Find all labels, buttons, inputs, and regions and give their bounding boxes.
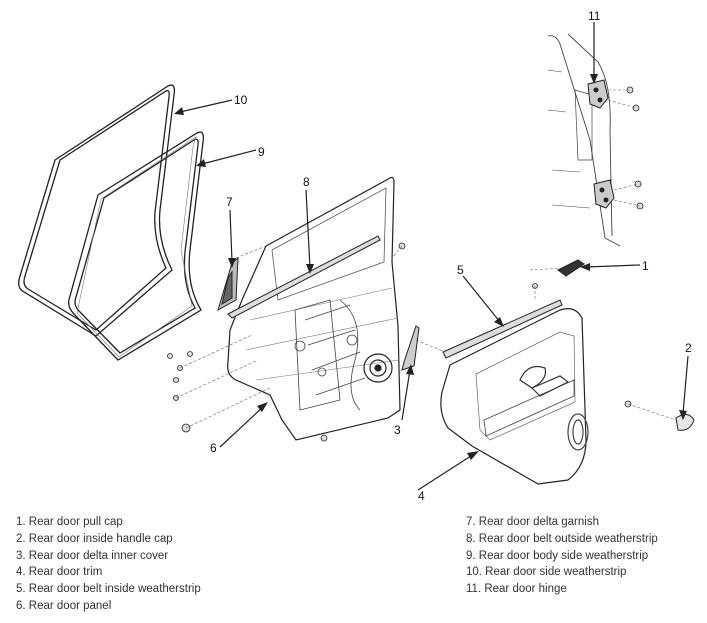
callout-6: 6 — [210, 441, 217, 455]
callout-4: 4 — [418, 489, 425, 503]
callout-9: 9 — [258, 145, 265, 159]
legend-item: 11. Rear door hinge — [466, 583, 567, 596]
belt-inside-weatherstrip-part — [442, 299, 563, 359]
callout-5: 5 — [457, 263, 464, 277]
door-panel-part — [227, 176, 401, 441]
side-weatherstrip-part — [18, 84, 176, 337]
body-pillar-part — [547, 33, 621, 247]
inside-handle-cap-part — [675, 414, 695, 431]
callout-leader-lines — [179, 22, 689, 491]
hinge-part — [587, 79, 615, 209]
callout-2: 2 — [685, 341, 692, 355]
legend-item: 6. Rear door panel — [16, 599, 112, 612]
callout-8: 8 — [303, 175, 310, 189]
legend-item: 2. Rear door inside handle cap — [16, 532, 173, 545]
legend-right-column: 7. Rear door delta garnish 8. Rear door … — [466, 514, 658, 598]
callout-10: 10 — [234, 93, 248, 107]
legend-item: 8. Rear door belt outside weatherstrip — [466, 532, 658, 545]
callout-7: 7 — [226, 195, 233, 209]
legend-item: 1. Rear door pull cap — [16, 516, 123, 528]
assembly-guide-lines — [175, 89, 677, 429]
callout-11: 11 — [588, 9, 601, 23]
body-side-weatherstrip-part — [68, 131, 205, 361]
door-trim-part — [440, 308, 589, 485]
exploded-door-diagram: 1 2 3 4 5 6 7 8 9 10 11 — [18, 9, 695, 503]
legend-left-column: 1. Rear door pull cap 2. Rear door insid… — [16, 514, 201, 615]
legend-item: 9. Rear door body side weatherstrip — [466, 549, 649, 562]
legend-item: 7. Rear door delta garnish — [466, 516, 599, 528]
delta-inner-cover-part — [401, 325, 420, 371]
legend-item: 3. Rear door delta inner cover — [16, 549, 169, 562]
legend-item: 4. Rear door trim — [16, 566, 103, 579]
callout-1: 1 — [642, 259, 649, 273]
callout-arrowheads — [174, 74, 687, 460]
callout-3: 3 — [394, 423, 401, 437]
delta-garnish-part — [217, 256, 239, 312]
legend-item: 5. Rear door belt inside weatherstrip — [16, 583, 201, 596]
belt-outside-weatherstrip-part — [227, 235, 381, 319]
legend-item: 10. Rear door side weatherstrip — [466, 566, 627, 579]
pull-cap-part — [557, 259, 585, 277]
